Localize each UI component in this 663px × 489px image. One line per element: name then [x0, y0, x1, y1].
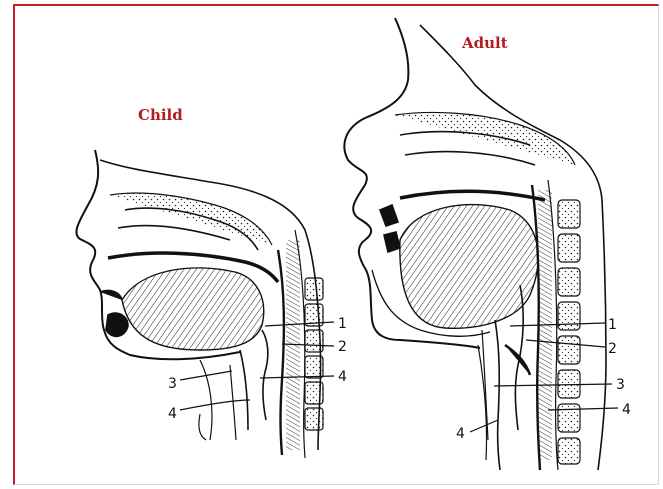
child-label-1: 1 — [338, 316, 347, 332]
child-label-3: 3 — [168, 376, 177, 392]
child-label-2: 2 — [338, 339, 347, 355]
adult-label-4a: 4 — [622, 402, 631, 418]
child-label-4a: 4 — [338, 369, 347, 385]
adult-label-2: 2 — [608, 341, 617, 357]
adult-head-section — [344, 18, 606, 470]
child-head-section — [76, 150, 323, 458]
adult-label-3: 3 — [616, 377, 625, 393]
adult-label-4b: 4 — [456, 426, 465, 442]
adult-label-1: 1 — [608, 317, 617, 333]
child-label-4b: 4 — [168, 406, 177, 422]
